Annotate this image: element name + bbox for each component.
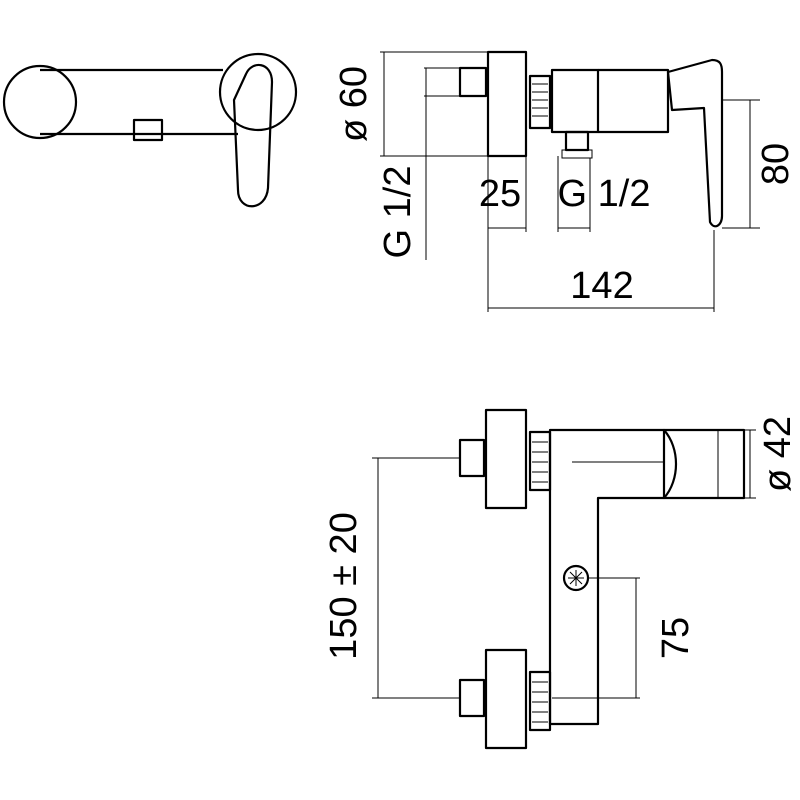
top-lower-ring-threads	[532, 681, 548, 723]
label-d142: 142	[570, 265, 633, 307]
front-outlet-nut	[132, 118, 164, 142]
label-dia42: ø 42	[757, 416, 799, 492]
side-mixer-body	[550, 68, 600, 134]
top-upper-ring-nut	[528, 430, 552, 492]
top-upper-ring-threads	[532, 441, 548, 483]
top-view	[458, 408, 746, 750]
top-lower-flange	[484, 648, 528, 750]
side-lever-handle	[666, 58, 724, 228]
side-ring-nut	[528, 74, 552, 130]
top-dimensions	[372, 429, 756, 699]
front-left-flange	[2, 64, 78, 140]
side-view	[458, 50, 724, 228]
front-right-flange	[218, 52, 298, 132]
label-d75: 75	[655, 617, 697, 659]
label-d80: 80	[755, 143, 797, 185]
top-upper-inlet-nut	[458, 438, 486, 478]
side-flange	[486, 50, 528, 158]
side-dimensions	[380, 51, 760, 312]
front-body-outline	[40, 68, 223, 136]
dimension-labels: ø 60 G 1/2 25 G 1/2 80 142 ø 42 150 ± 20…	[323, 66, 799, 660]
side-outlet-end	[561, 149, 593, 159]
label-dia60: ø 60	[333, 66, 375, 142]
top-mixer-body	[548, 428, 666, 726]
top-lower-inlet-nut	[458, 678, 486, 718]
side-inlet-nut	[458, 66, 488, 98]
front-view	[2, 52, 298, 208]
label-d150: 150 ± 20	[323, 512, 365, 660]
top-lower-ring-nut	[528, 670, 552, 732]
label-g12-mid: G 1/2	[558, 173, 651, 215]
label-d25: 25	[479, 173, 521, 215]
outlet-thread-marks	[568, 570, 584, 586]
label-g12-left: G 1/2	[377, 166, 419, 259]
side-body-extension	[598, 68, 670, 134]
side-outlet-nut	[564, 130, 590, 152]
side-ring-threads	[532, 83, 548, 117]
top-lever-cap	[662, 428, 746, 500]
front-lever-handle	[232, 64, 274, 208]
top-upper-flange	[484, 408, 528, 510]
